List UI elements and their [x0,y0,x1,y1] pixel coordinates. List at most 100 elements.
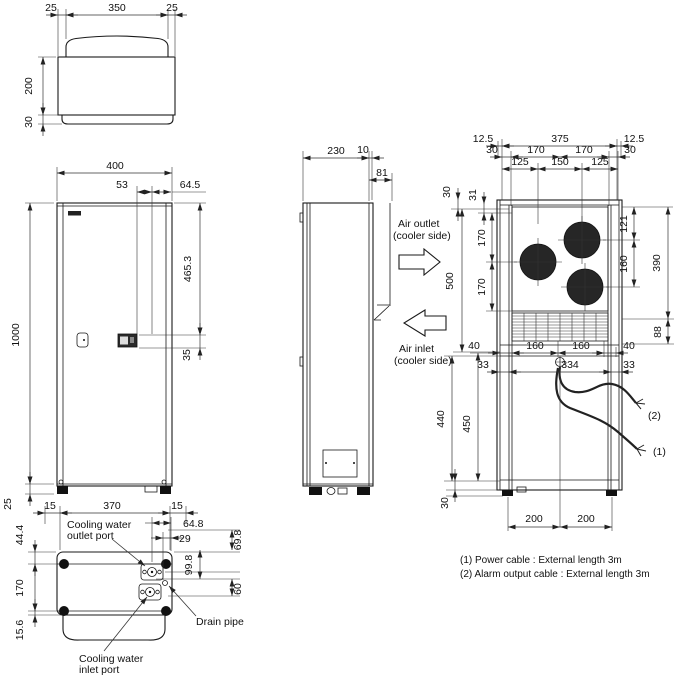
dim-side-depth: 230 [327,145,345,157]
dim-rear-foot: 30 [439,497,451,509]
outlet-bolt-left [142,569,147,575]
outlet-port-label-2: outlet port [67,530,114,542]
alarm-cable-ends [635,398,646,410]
air-inlet-label-1: Air inlet [399,343,434,355]
alarm-cable-ref: (2) [648,410,661,422]
air-outlet-arrow-icon [398,247,441,277]
inlet-port-center [148,590,152,594]
dim-front-foot: 25 [2,498,14,510]
air-flow-labels: Air outlet (cooler side) Air inlet (cool… [393,218,452,367]
dim-front-height: 1000 [10,323,22,347]
dim-rear-r4-c: 160 [572,340,590,352]
dim-base-width: 370 [103,500,121,512]
rear-foot-left [502,490,513,496]
dim-rear-right-fan-gap: 160 [618,255,630,273]
dim-base-right: 15 [171,500,183,512]
fan-centerlines [514,216,609,311]
bottom-foot-tr [161,559,171,569]
dim-rear-b2: 200 [577,513,595,525]
dim-rear-left-fan2: 170 [476,278,488,296]
power-cable [555,367,638,450]
inlet-port [145,587,155,597]
dim-top-margin-left: 25 [45,2,57,14]
dim-front-width: 400 [106,160,124,172]
dim-rear-lower-outer: 440 [435,410,447,428]
dim-rear-r2-a: 30 [486,144,498,156]
dim-bottom-lt: 44.4 [14,525,26,546]
dim-rear-r4-a: 40 [468,340,480,352]
dim-bottom-lm: 170 [14,579,26,597]
bottom-foot-bl [59,606,69,616]
front-frame-lines [57,203,172,486]
side-foot-left [309,487,322,495]
side-hinge-top [299,212,304,223]
top-view-dome [65,35,169,57]
side-fitting [337,487,348,495]
bottom-frame-lines [57,563,172,612]
note-power-cable: (1) Power cable : External length 3m [460,555,622,566]
dim-bottom-lb: 15.6 [14,620,26,641]
dim-bottom-rm: 99.8 [183,555,195,576]
power-cable-ref: (1) [653,446,666,458]
alarm-cable [558,366,637,404]
dim-side-gap: 10 [357,144,369,156]
air-outlet-label-2: (cooler side) [393,230,451,242]
dim-bottom-drain-x: 29 [179,533,191,545]
note-alarm-cable: (2) Alarm output cable : External length… [460,569,650,580]
door-handle-dot [83,339,85,341]
inlet-bolt-right [155,589,160,595]
top-view: 25 350 25 200 30 [23,2,178,128]
front-drain-fitting [144,485,158,493]
rear-fan-panel [511,206,609,312]
bottom-body [56,551,173,616]
outlet-port-label-1: Cooling water [67,519,132,531]
dim-base-left: 15 [44,500,56,512]
top-view-body [57,56,176,116]
notes: (1) Power cable : External length 3m (2)… [460,555,650,580]
control-display-key [130,337,134,343]
dim-rear-r1-mid: 375 [551,133,569,145]
dim-top-margin-right: 25 [166,2,178,14]
drain-pipe-label: Drain pipe [196,616,244,628]
front-view: 400 53 64.5 465.3 35 1000 25 15 370 15 [2,160,200,512]
dimension-linework [25,9,674,652]
dim-front-panel-top: 465.3 [182,256,194,282]
front-foot-right [160,486,171,494]
side-cabinet [302,202,374,487]
dim-rear-b1: 200 [525,513,543,525]
outlet-port [147,567,157,577]
inlet-port-flange [138,583,162,601]
dim-rear-r1-right: 12.5 [624,133,645,145]
outlet-port-center [150,570,154,574]
rear-cabinet [496,199,623,491]
dim-side-duct: 81 [376,167,388,179]
bottom-view: 64.8 29 69.8 99.8 60 44.4 170 15.6 Cooli… [14,518,244,676]
dim-front-panel-w: 53 [116,179,128,191]
dim-rear-right-panel: 390 [651,254,663,272]
side-access-panel [322,449,358,478]
side-frame-lines [303,203,373,486]
inlet-port-label-2: inlet port [79,664,119,676]
dim-rear-right-louver: 88 [652,326,664,338]
dim-rear-r5-c: 33 [623,359,635,371]
inlet-bolt-left [140,589,145,595]
dim-rear-r5-b: 334 [561,359,579,371]
outlet-bolt-right [157,569,162,575]
dim-rear-left-panel: 500 [444,272,456,290]
dim-rear-right-fan-top: 121 [618,215,630,233]
side-view: 230 10 81 [299,144,391,495]
inlet-port-label-1: Cooling water [79,653,144,665]
dim-rear-r2-b: 170 [527,144,545,156]
dim-front-panel-h: 35 [181,349,193,361]
bottom-foot-br [161,606,171,616]
side-drain-elbow [326,487,336,495]
dim-bottom-rt: 69.8 [232,530,244,551]
front-caster-right [161,479,167,485]
dim-rear-r3-b: 150 [551,156,569,168]
bottom-flap [62,615,166,641]
bottom-foot-tl [59,559,69,569]
dim-rear-r2-c: 170 [575,144,593,156]
rear-fitting [516,486,527,493]
